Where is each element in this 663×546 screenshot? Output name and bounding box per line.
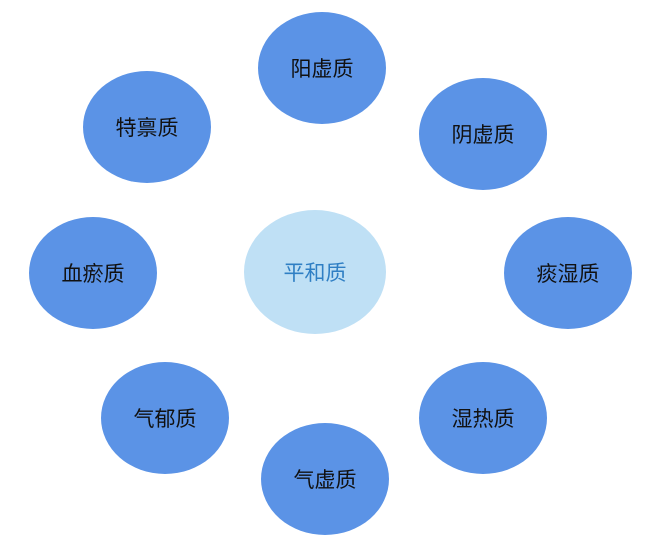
node-label: 痰湿质 <box>536 262 600 286</box>
node-label: 血瘀质 <box>61 262 125 286</box>
node-label: 阴虚质 <box>451 123 515 147</box>
node-label: 特禀质 <box>115 116 179 140</box>
center-node-label: 平和质 <box>283 261 347 285</box>
node-qiyu: 气郁质 <box>101 362 229 474</box>
node-shire: 湿热质 <box>419 362 547 474</box>
node-label: 阳虚质 <box>290 57 354 81</box>
node-xueyu: 血瘀质 <box>29 217 157 329</box>
node-label: 气虚质 <box>293 468 357 492</box>
node-label: 气郁质 <box>133 407 197 431</box>
node-yinxu: 阴虚质 <box>419 78 547 190</box>
node-yangxu: 阳虚质 <box>258 12 386 124</box>
node-tanshi: 痰湿质 <box>504 217 632 329</box>
node-tebing: 特禀质 <box>83 71 211 183</box>
node-label: 湿热质 <box>451 407 515 431</box>
node-qixu: 气虚质 <box>261 423 389 535</box>
center-node-pinghe: 平和质 <box>244 210 386 334</box>
